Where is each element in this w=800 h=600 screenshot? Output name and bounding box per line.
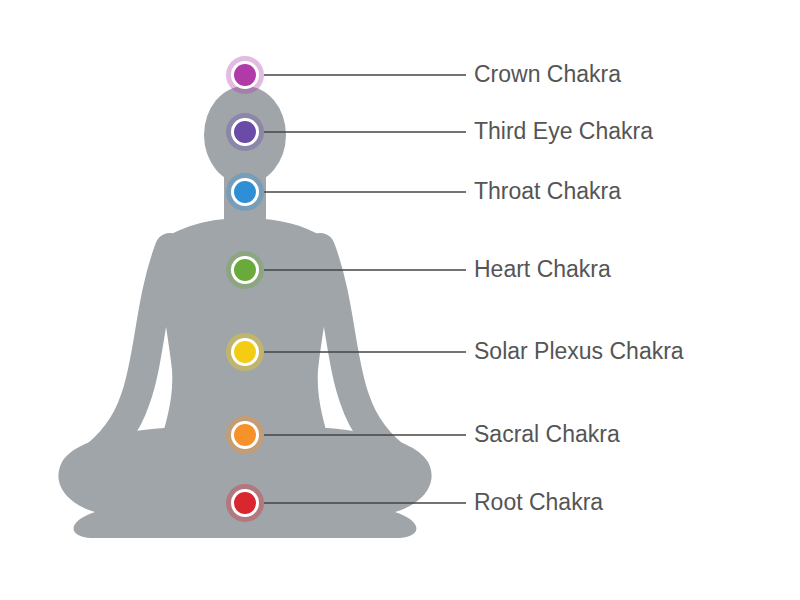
leader-line: [264, 502, 466, 503]
third-eye-dot: [226, 113, 264, 151]
leader-line: [264, 269, 466, 270]
leader-lines: [264, 75, 466, 503]
arms: [88, 248, 402, 462]
chakra-dots: [226, 56, 264, 522]
leader-line: [264, 351, 466, 352]
leader-line: [264, 434, 466, 435]
chakra-label: Throat Chakra: [474, 178, 621, 206]
chakra-label: Heart Chakra: [474, 256, 611, 284]
left-arm: [88, 248, 170, 462]
chakra-label: Crown Chakra: [474, 61, 621, 89]
leader-line: [264, 131, 466, 132]
chakra-label: Solar Plexus Chakra: [474, 338, 684, 366]
throat-dot: [226, 173, 264, 211]
leader-line: [264, 191, 466, 192]
chakra-label: Sacral Chakra: [474, 421, 620, 449]
solar-plexus-dot: [226, 333, 264, 371]
chakra-label: Third Eye Chakra: [474, 118, 653, 146]
torso: [160, 218, 330, 445]
root-dot: [226, 484, 264, 522]
crown-dot: [226, 56, 264, 94]
leader-line: [264, 74, 466, 75]
heart-dot: [226, 251, 264, 289]
right-arm: [320, 248, 402, 462]
chakra-label: Root Chakra: [474, 489, 603, 517]
meditating-figure: [58, 86, 431, 538]
sacral-dot: [226, 416, 264, 454]
head: [204, 86, 286, 184]
